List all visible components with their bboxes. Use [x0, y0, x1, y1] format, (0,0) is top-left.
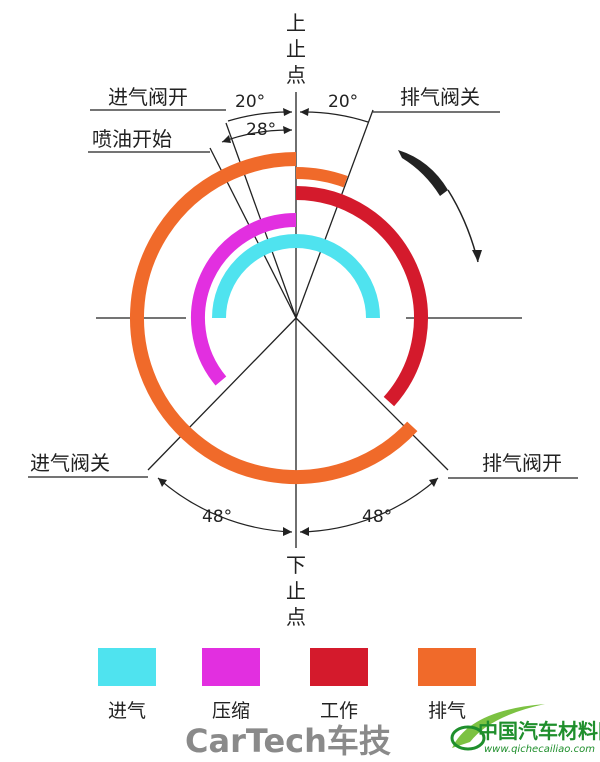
bdc-label: 下 止 点 [286, 553, 306, 629]
legend-label-intake: 进气 [108, 700, 146, 722]
tdc-char-3: 点 [286, 63, 306, 87]
legend-label-compression: 压缩 [212, 700, 250, 722]
dim-48-right [299, 477, 439, 533]
legend-label-exhaust: 排气 [428, 700, 466, 722]
exhaust-open-label: 排气阀开 [482, 451, 562, 475]
tdc-label: 上 止 点 [286, 11, 306, 87]
clockwise-arrow-icon [398, 150, 482, 263]
intake-close-line [147, 317, 297, 471]
intake-arc [212, 234, 380, 319]
bdc-char-2: 止 [286, 579, 306, 603]
exhaust-close-label: 排气阀关 [400, 85, 480, 109]
compression-arc [191, 213, 297, 386]
angle-intake-open: 20° [235, 92, 265, 112]
tdc-char-2: 止 [286, 37, 306, 61]
site-watermark-logo [450, 704, 545, 751]
dimension-arrowheads [158, 108, 438, 536]
legend-swatch-intake [98, 648, 156, 686]
exhaust-arc [129, 152, 418, 484]
angle-intake-close: 48° [202, 507, 232, 527]
angle-exhaust-close: 20° [328, 92, 358, 112]
exhaust-open-line [295, 317, 449, 471]
angle-exhaust-open: 48° [362, 507, 392, 527]
phase-arcs [129, 152, 428, 484]
bdc-char-3: 点 [286, 605, 306, 629]
legend-label-power: 工作 [320, 700, 358, 722]
tdc-char-1: 上 [286, 11, 306, 35]
cartech-watermark: CarTech车技 [185, 722, 391, 760]
site-watermark-url: www.qichecailiao.com [484, 744, 595, 755]
intake-close-label: 进气阀关 [30, 451, 110, 475]
exhaust-overlap-arc [295, 166, 348, 188]
power-arc [295, 186, 428, 407]
angle-injection: 28° [246, 120, 276, 140]
legend: 进气 压缩 工作 排气 [98, 648, 476, 722]
site-watermark-name: 中国汽车材料网 [478, 719, 600, 743]
legend-swatch-power [310, 648, 368, 686]
leader-lines [28, 109, 578, 479]
exhaust-close-line [295, 109, 374, 319]
intake-open-label: 进气阀开 [108, 85, 188, 109]
injection-start-label: 喷油开始 [92, 127, 172, 151]
legend-swatch-exhaust [418, 648, 476, 686]
legend-swatch-compression [202, 648, 260, 686]
bdc-char-1: 下 [286, 553, 306, 577]
dim-20-right [299, 111, 369, 123]
dim-48-left [157, 477, 293, 533]
